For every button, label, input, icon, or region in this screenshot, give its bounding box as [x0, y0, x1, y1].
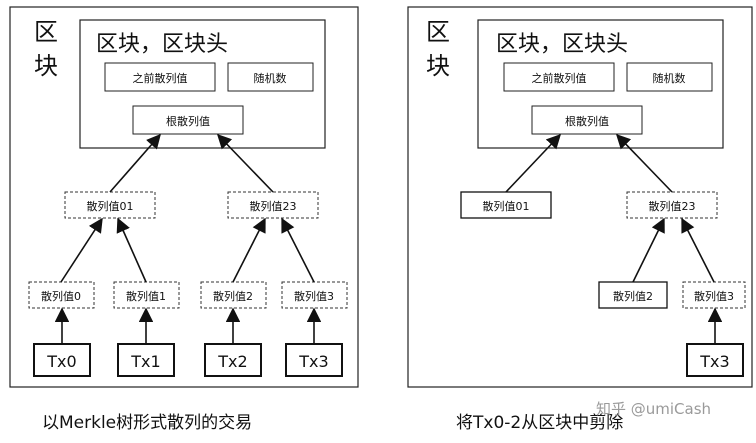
right-arrow-hash3-hash23 — [681, 217, 715, 283]
left-nonce-box — [227, 62, 314, 92]
right-prev-hash-box — [503, 62, 615, 92]
left-hash1-label: 散列值1 — [126, 289, 166, 303]
left-hash23-label: 散列值23 — [250, 199, 297, 213]
left-hash1-box — [113, 281, 180, 309]
left-caption: 以Merkle树形式散列的交易 — [42, 413, 253, 433]
right-hash2-label: 散列值2 — [613, 289, 653, 303]
left-hash0-label: 散列值0 — [41, 289, 81, 303]
left-tx2-label: Tx2 — [217, 352, 247, 371]
left-root-hash-box — [132, 105, 244, 135]
right-hash3-label: 散列值3 — [694, 289, 734, 303]
right-arrow-hash23-root — [616, 133, 673, 193]
left-arrow-hash1-hash01 — [116, 217, 147, 283]
left-hash2-label: 散列值2 — [213, 289, 253, 303]
left-arrow-hash3-hash23 — [281, 217, 315, 283]
left-tx3-label: Tx3 — [298, 352, 328, 371]
left-hash3-label: 散列值3 — [294, 289, 334, 303]
watermark: 知乎 @umiCash — [596, 400, 712, 418]
right-caption: 将Tx0-2从区块中剪除 — [456, 413, 624, 433]
left-prev-hash-label: 之前散列值 — [133, 71, 188, 85]
left-tx1-label: Tx1 — [130, 352, 160, 371]
left-hash01-label: 散列值01 — [87, 199, 134, 213]
left-tx0-label: Tx0 — [46, 352, 76, 371]
right-arrow-hash01-root — [505, 133, 561, 193]
right-block-frame — [407, 6, 753, 388]
left-header-title: 区块，区块头 — [96, 32, 228, 57]
right-nonce-label: 随机数 — [653, 71, 686, 85]
right-header-box — [477, 19, 724, 149]
right-prev-hash-label: 之前散列值 — [532, 71, 587, 85]
right-block-label-1: 区 — [426, 18, 450, 46]
left-panel: 区 块 区块，区块头 之前散列值 随机数 根散列值 散列值01 散列值23 散列… — [9, 6, 359, 388]
left-header-box — [79, 19, 326, 149]
left-hash3-box — [281, 281, 348, 309]
left-root-hash-label: 根散列值 — [166, 114, 210, 128]
left-arrow-hash01-root — [109, 133, 161, 193]
left-arrow-hash0-hash01 — [60, 217, 103, 283]
right-arrow-hash2-hash23 — [632, 217, 665, 283]
left-arrow-hash23-root — [217, 133, 274, 193]
left-block-label-2: 块 — [34, 52, 58, 80]
right-root-hash-box — [531, 105, 643, 135]
left-nonce-label: 随机数 — [254, 71, 287, 85]
right-header-title: 区块，区块头 — [496, 32, 628, 57]
right-block-label-2: 块 — [426, 52, 450, 80]
right-root-hash-label: 根散列值 — [565, 114, 609, 128]
right-hash01-label: 散列值01 — [483, 199, 530, 213]
right-hash23-label: 散列值23 — [649, 199, 696, 213]
left-arrow-hash2-hash23 — [232, 217, 266, 283]
left-block-label-1: 区 — [34, 18, 58, 46]
left-prev-hash-box — [104, 62, 216, 92]
left-block-frame — [9, 6, 359, 388]
right-panel: 区 块 区块，区块头 之前散列值 随机数 根散列值 散列值01 散列值23 散列… — [407, 6, 753, 388]
right-nonce-box — [626, 62, 713, 92]
right-tx3-label: Tx3 — [699, 352, 729, 371]
